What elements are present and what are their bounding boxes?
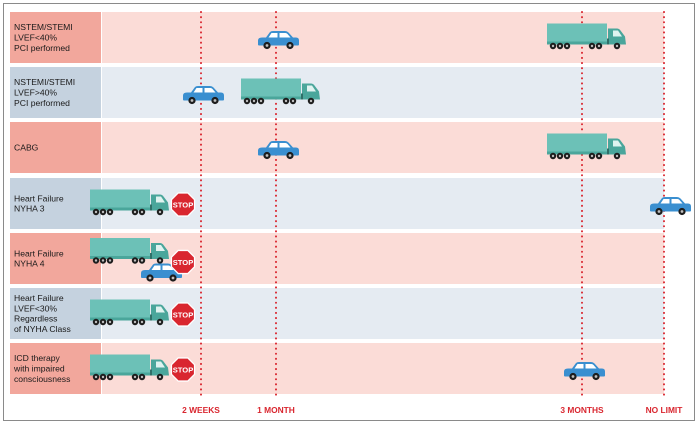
row-band bbox=[102, 178, 664, 229]
row-label-line: of NYHA Class bbox=[14, 324, 71, 334]
row-label-line: Heart Failure bbox=[14, 248, 64, 258]
row-label-line: NYHA 4 bbox=[14, 259, 45, 269]
row-label-line: Heart Failure bbox=[14, 293, 64, 303]
row-label-line: PCI performed bbox=[14, 98, 70, 108]
stop-sign-icon: STOP bbox=[170, 192, 196, 217]
row-label-line: ICD therapy bbox=[14, 353, 61, 363]
time-tick-label: 1 MONTH bbox=[257, 405, 295, 415]
row-label-line: LVEF<40% bbox=[14, 33, 57, 43]
row-label-box bbox=[10, 288, 101, 339]
stop-sign-icon: STOP bbox=[170, 249, 196, 275]
row-label-line: LVEF>40% bbox=[14, 88, 57, 98]
car-icon bbox=[650, 197, 691, 216]
stop-sign-icon: STOP bbox=[170, 357, 196, 382]
stop-sign-icon: STOP bbox=[170, 302, 196, 327]
truck-icon bbox=[90, 354, 169, 381]
row-band bbox=[102, 233, 664, 284]
row-label-line: PCI performed bbox=[14, 43, 70, 53]
truck-icon bbox=[90, 299, 169, 326]
truck-icon bbox=[241, 78, 320, 105]
car-icon bbox=[564, 362, 605, 381]
row-band bbox=[102, 288, 664, 339]
row-label-box bbox=[10, 12, 101, 63]
row-label-box bbox=[10, 233, 101, 284]
truck-icon bbox=[90, 189, 169, 216]
row-label-box bbox=[10, 178, 101, 229]
stop-sign-text: STOP bbox=[173, 200, 194, 209]
row-label-line: NYHA 3 bbox=[14, 204, 45, 214]
row-label-line: consciousness bbox=[14, 374, 70, 384]
truck-icon bbox=[547, 133, 626, 160]
row-label-line: NSTEM/STEMI bbox=[14, 22, 73, 32]
stop-sign-text: STOP bbox=[173, 365, 194, 374]
row-label-line: CABG bbox=[14, 143, 39, 153]
car-icon bbox=[183, 86, 224, 105]
row-label-line: Regardless bbox=[14, 314, 57, 324]
car-icon bbox=[258, 141, 299, 160]
stop-sign-text: STOP bbox=[173, 258, 194, 267]
row-label-box bbox=[10, 122, 101, 173]
car-icon bbox=[258, 31, 299, 50]
truck-icon bbox=[90, 238, 169, 264]
time-tick-label: NO LIMIT bbox=[646, 405, 684, 415]
row-label-line: with impaired bbox=[13, 364, 65, 374]
row-band bbox=[102, 67, 664, 118]
truck-icon bbox=[547, 23, 626, 50]
row-label-box bbox=[10, 343, 101, 394]
row-label-line: LVEF<30% bbox=[14, 303, 57, 313]
time-tick-label: 3 MONTHS bbox=[560, 405, 604, 415]
row-label-line: NSTEMI/STEMI bbox=[14, 77, 75, 87]
row-label-line: Heart Failure bbox=[14, 193, 64, 203]
row-label-box bbox=[10, 67, 101, 118]
time-tick-label: 2 WEEKS bbox=[182, 405, 220, 415]
stop-sign-text: STOP bbox=[173, 310, 194, 319]
